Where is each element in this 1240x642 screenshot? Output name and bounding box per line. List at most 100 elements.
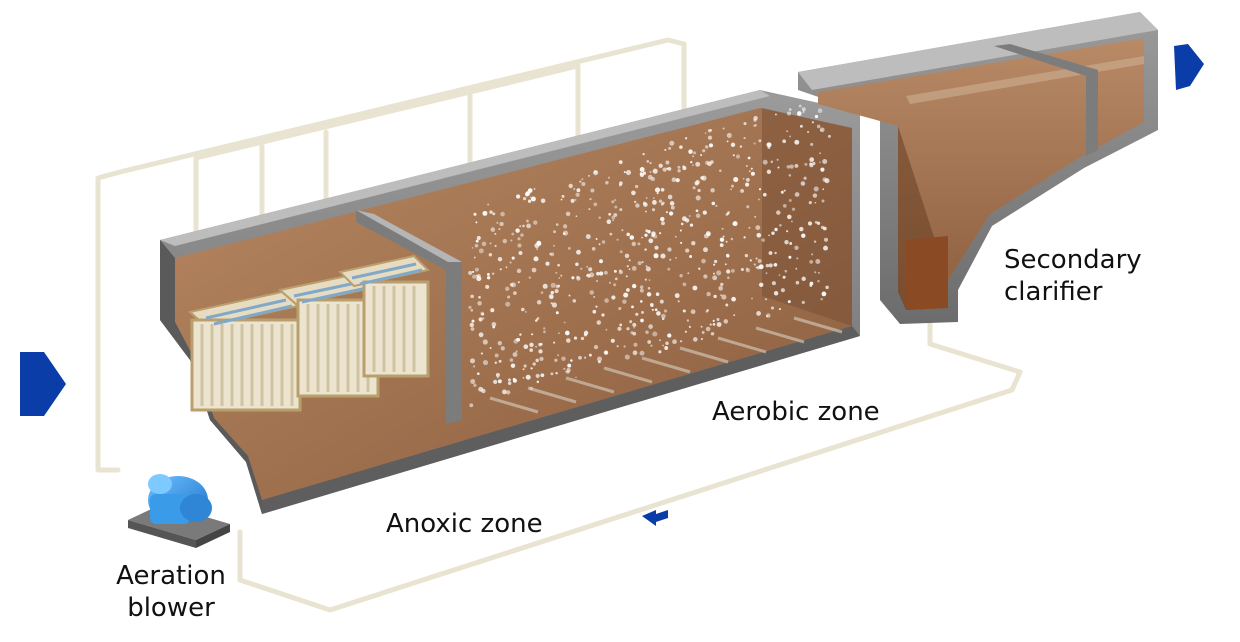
bubble	[490, 227, 496, 232]
bubble	[827, 134, 831, 138]
bubble	[583, 356, 587, 359]
bubble	[677, 169, 681, 173]
bubble	[626, 327, 630, 331]
bubble	[780, 190, 784, 194]
diffuser-row	[527, 386, 577, 404]
bubble	[623, 345, 626, 348]
bubble	[529, 348, 534, 352]
bubble	[660, 253, 666, 259]
bubble	[755, 124, 757, 126]
bubble	[641, 261, 644, 264]
bubble	[650, 176, 656, 182]
bubble	[576, 188, 581, 193]
bubble	[716, 322, 722, 327]
bubble	[787, 111, 791, 116]
return-sludge-pipe	[237, 317, 1023, 613]
bubble	[502, 389, 507, 395]
bubble	[589, 290, 594, 295]
bubble	[644, 278, 647, 281]
bubble	[563, 230, 569, 236]
bubble	[525, 190, 531, 196]
bubble	[488, 253, 493, 257]
bubble	[823, 237, 829, 242]
bubble	[658, 350, 662, 354]
bubble	[563, 367, 566, 370]
bubble	[669, 258, 672, 261]
bubble	[573, 336, 578, 340]
bubble	[748, 226, 751, 229]
diffuser-row	[641, 356, 691, 374]
bubble	[535, 345, 537, 348]
bubble	[540, 198, 546, 204]
bubble	[662, 344, 665, 347]
bubble	[482, 360, 489, 366]
bubble	[762, 192, 767, 197]
bubble	[733, 177, 739, 183]
bubble	[590, 188, 595, 193]
bubble	[647, 340, 652, 344]
bubble	[639, 167, 645, 172]
bubble	[554, 289, 559, 294]
bubble	[722, 127, 725, 130]
bubble	[801, 233, 806, 238]
bubble	[628, 268, 631, 271]
bubble	[482, 339, 488, 345]
bubble	[630, 331, 634, 335]
bubble	[497, 341, 502, 346]
bubble	[517, 237, 521, 241]
bubble	[697, 188, 701, 193]
bubble	[672, 339, 677, 345]
bubble	[601, 313, 605, 317]
bubble	[650, 344, 653, 347]
bubble	[768, 234, 770, 237]
bubble	[817, 279, 820, 283]
bubble	[475, 221, 478, 224]
bubble	[821, 199, 825, 203]
bubble	[507, 378, 511, 382]
bubble	[682, 165, 685, 168]
bubble	[522, 377, 525, 379]
bubble	[624, 253, 630, 259]
bubble	[775, 113, 777, 116]
bubble	[607, 176, 611, 179]
bubble	[667, 247, 672, 252]
bubble	[713, 294, 717, 299]
bubble	[664, 346, 669, 350]
bubble	[632, 283, 637, 289]
bubble	[749, 259, 752, 262]
bubble	[695, 213, 701, 219]
bubble	[702, 149, 706, 153]
bubble	[533, 220, 538, 225]
bubble	[548, 294, 554, 299]
bubble	[478, 295, 481, 299]
bubble	[822, 188, 825, 191]
bubble	[575, 215, 578, 218]
bubble	[601, 240, 606, 244]
bubble	[540, 373, 545, 378]
bubble	[723, 319, 729, 324]
bubble	[647, 229, 651, 234]
bubble	[663, 309, 668, 313]
bubble	[470, 379, 476, 384]
bubble	[512, 352, 518, 358]
bubble	[822, 159, 828, 164]
aeration-bubbles	[468, 92, 831, 408]
bubble	[814, 114, 819, 119]
bubble	[575, 262, 579, 266]
bubble	[665, 160, 670, 165]
bubble	[619, 208, 623, 212]
bubble	[701, 258, 706, 264]
bubble	[658, 199, 663, 203]
bubble	[645, 265, 648, 268]
bubble	[654, 245, 659, 250]
bubble	[575, 376, 577, 379]
bubble	[655, 292, 660, 296]
bubble	[551, 302, 558, 308]
bubble	[689, 223, 694, 227]
bubble	[558, 277, 561, 279]
bubble	[522, 224, 525, 228]
bubble	[712, 319, 715, 323]
bubble	[629, 235, 635, 240]
bubble	[557, 354, 560, 357]
bubble	[799, 124, 803, 128]
